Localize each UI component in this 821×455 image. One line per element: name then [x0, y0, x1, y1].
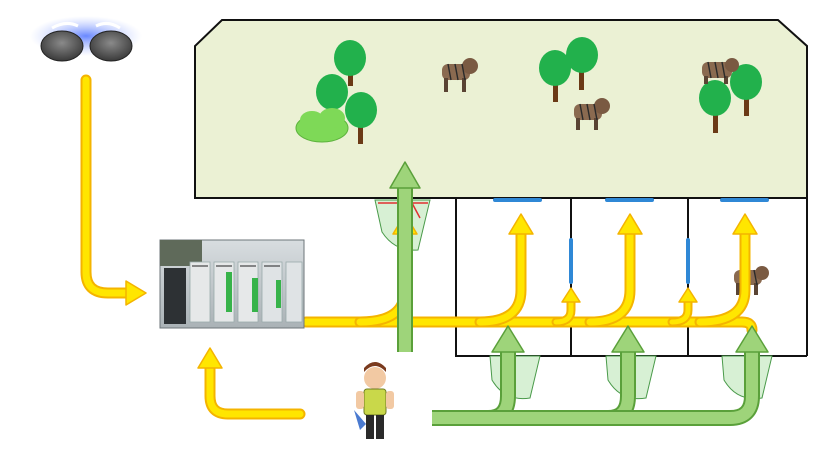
tree-icon	[345, 92, 377, 144]
bush-icon	[295, 108, 349, 143]
tiger-icon	[442, 58, 478, 92]
tiger-icon	[702, 58, 739, 84]
tree-icon	[699, 80, 731, 133]
plc-controller-icon	[159, 239, 305, 329]
pen-outline	[455, 198, 807, 357]
green-arrowheads	[389, 161, 769, 353]
tree-icon	[539, 50, 571, 102]
tiger-icon	[734, 266, 769, 295]
tree-icon	[334, 40, 366, 86]
flow-binoculars-to-plc	[80, 74, 132, 299]
tree-icon	[566, 37, 598, 90]
tree-icon	[730, 64, 762, 116]
zookeeper-figure-icon	[354, 362, 394, 439]
green-access-flows	[397, 186, 760, 426]
tiger-icon	[574, 98, 610, 130]
flow-operator-to-plc	[204, 362, 306, 420]
binoculars-icon	[30, 16, 142, 62]
doors	[493, 198, 769, 284]
